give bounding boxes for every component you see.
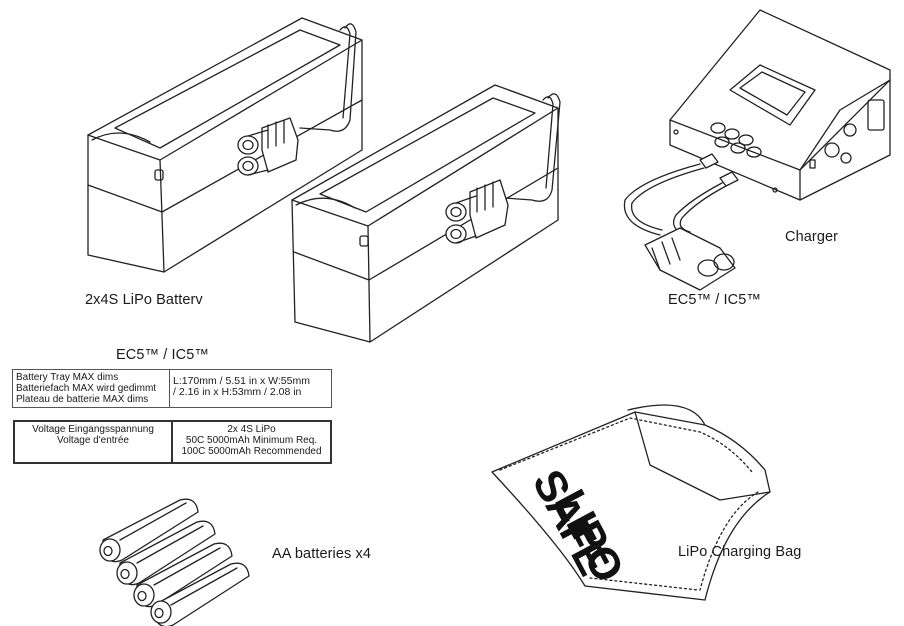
battery-label: 2x4S LiPo Batterv <box>85 292 203 308</box>
tray-dims-value-cell: L:170mm / 5.51 in x W:55mm / 2.16 in x H… <box>169 369 332 408</box>
lipo-battery-1 <box>87 17 363 273</box>
battery-1-connector <box>237 23 357 176</box>
battery-tray-dims-table: Battery Tray MAX dims Batteriefach MAX w… <box>12 369 332 408</box>
charging-bag-label: LiPo Charging Bag <box>678 544 802 560</box>
voltage-label-cell: Voltage Eingangsspannung Voltage d'entré… <box>13 420 173 464</box>
battery-2-connector <box>445 93 561 244</box>
voltage-value-cell: 2x 4S LiPo 50C 5000mAh Minimum Req. 100C… <box>171 420 332 464</box>
charger-illustration <box>669 9 891 201</box>
charger-output-leads <box>623 153 739 291</box>
connector-label: EC5™ / IC5™ <box>668 292 761 308</box>
voltage-spec-table: Voltage Eingangsspannung Voltage d'entré… <box>13 420 332 464</box>
lipo-safe-bag <box>491 404 771 601</box>
charger-label: Charger <box>785 229 839 245</box>
aa-batteries-illustration <box>99 498 250 626</box>
table-connector-label: EC5™ / IC5™ <box>116 347 209 363</box>
tray-dims-label-cell: Battery Tray MAX dims Batteriefach MAX w… <box>12 369 170 408</box>
aa-batteries-label: AA batteries x4 <box>272 546 372 562</box>
lipo-battery-2 <box>291 84 559 343</box>
